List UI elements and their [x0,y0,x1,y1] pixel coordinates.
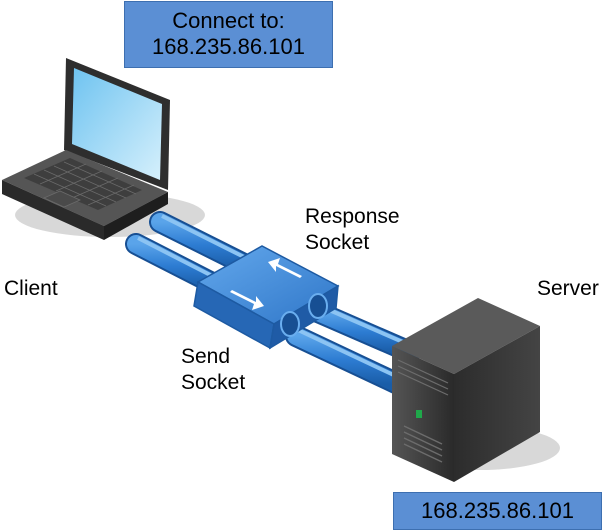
response-socket-line1: Response [305,205,400,228]
server-ip-text: 168.235.86.101 [421,498,574,523]
server-label: Server [537,277,599,300]
send-socket-label: Send Socket [181,344,245,396]
laptop-icon [2,58,170,240]
connect-to-label: Connect to: [172,8,285,33]
response-socket-label: Response Socket [305,204,400,256]
pipe-lower-right [285,325,409,395]
socket-switch [193,245,340,350]
response-socket-line2: Socket [305,231,370,254]
send-socket-line2: Socket [181,371,246,394]
arrow-left-icon [268,258,302,278]
server-ip-box: 168.235.86.101 [393,492,602,530]
connect-to-ip: 168.235.86.101 [152,34,305,59]
client-label: Client [4,277,58,300]
connect-to-box: Connect to: 168.235.86.101 [124,1,333,68]
send-socket-line1: Send [181,345,231,368]
arrow-right-icon [230,290,264,310]
server-icon [392,298,540,482]
